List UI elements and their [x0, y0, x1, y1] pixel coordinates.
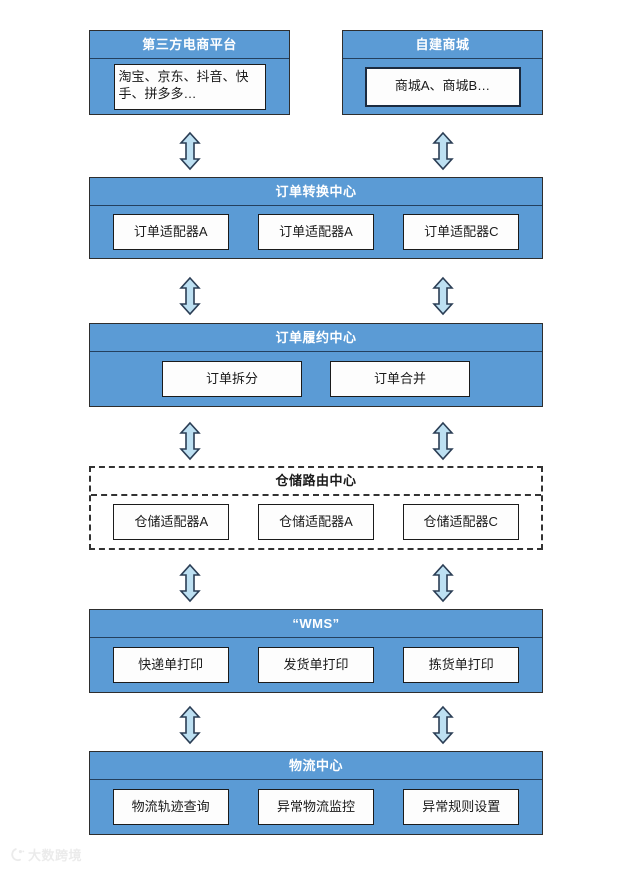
chip-delivery-note-print[interactable]: 发货单打印: [257, 647, 374, 683]
chip-express-waybill-print[interactable]: 快递单打印: [112, 647, 229, 683]
chip-order-adapter-c[interactable]: 订单适配器C: [403, 214, 520, 250]
block-body-third-party-platform: 淘宝、京东、抖音、快手、拼多多…: [90, 59, 289, 114]
block-title-wms: “WMS”: [90, 610, 542, 638]
block-third-party-platform[interactable]: 第三方电商平台 淘宝、京东、抖音、快手、拼多多…: [89, 30, 290, 115]
block-body-self-built-mall: 商城A、商城B…: [343, 59, 542, 114]
logo-mark-icon: [8, 847, 25, 864]
block-body-order-conversion-center: 订单适配器A 订单适配器A 订单适配器C: [90, 206, 542, 258]
block-body-order-fulfillment-center: 订单拆分 订单合并: [90, 352, 542, 406]
connector-arrow-fulfillment-to-routing-left: [178, 421, 202, 461]
connector-arrow-conversion-to-fulfillment-left: [178, 276, 202, 316]
block-body-wms: 快递单打印 发货单打印 拣货单打印: [90, 638, 542, 692]
chip-order-merge[interactable]: 订单合并: [330, 361, 470, 397]
block-order-conversion-center[interactable]: 订单转换中心 订单适配器A 订单适配器A 订单适配器C: [89, 177, 543, 259]
chip-warehouse-adapter-b[interactable]: 仓储适配器A: [257, 504, 374, 540]
connector-arrow-third-party-to-conversion: [178, 131, 202, 171]
block-body-logistics-center: 物流轨迹查询 异常物流监控 异常规则设置: [90, 780, 542, 834]
chip-order-adapter-b[interactable]: 订单适配器A: [257, 214, 374, 250]
chip-third-party-platform-list[interactable]: 淘宝、京东、抖音、快手、拼多多…: [113, 63, 266, 110]
connector-arrow-fulfillment-to-routing-right: [431, 421, 455, 461]
block-body-warehouse-routing-center: 仓储适配器A 仓储适配器A 仓储适配器C: [91, 496, 541, 548]
chip-warehouse-adapter-c[interactable]: 仓储适配器C: [402, 504, 519, 540]
watermark-text: 大数跨境: [28, 848, 83, 863]
chip-abnormal-logistics-monitor[interactable]: 异常物流监控: [257, 789, 374, 825]
block-title-order-fulfillment-center: 订单履约中心: [90, 324, 542, 352]
chip-abnormal-rule-settings[interactable]: 异常规则设置: [403, 789, 520, 825]
chip-order-adapter-a[interactable]: 订单适配器A: [112, 214, 229, 250]
block-title-warehouse-routing-center: 仓储路由中心: [91, 468, 541, 496]
block-wms[interactable]: “WMS” 快递单打印 发货单打印 拣货单打印: [89, 609, 543, 693]
chip-logistics-tracking-query[interactable]: 物流轨迹查询: [112, 789, 229, 825]
block-self-built-mall[interactable]: 自建商城 商城A、商城B…: [342, 30, 543, 115]
chip-order-split[interactable]: 订单拆分: [162, 361, 302, 397]
connector-arrow-wms-to-logistics-left: [178, 705, 202, 745]
chip-self-built-mall-list[interactable]: 商城A、商城B…: [364, 66, 521, 107]
block-order-fulfillment-center[interactable]: 订单履约中心 订单拆分 订单合并: [89, 323, 543, 407]
block-warehouse-routing-center[interactable]: 仓储路由中心 仓储适配器A 仓储适配器A 仓储适配器C: [89, 466, 543, 550]
connector-arrow-wms-to-logistics-right: [431, 705, 455, 745]
block-title-third-party-platform: 第三方电商平台: [90, 31, 289, 59]
connector-arrow-routing-to-wms-left: [178, 563, 202, 603]
block-title-self-built-mall: 自建商城: [343, 31, 542, 59]
chip-picking-list-print[interactable]: 拣货单打印: [403, 647, 520, 683]
chip-warehouse-adapter-a[interactable]: 仓储适配器A: [113, 504, 230, 540]
connector-arrow-self-built-to-conversion: [431, 131, 455, 171]
connector-arrow-routing-to-wms-right: [431, 563, 455, 603]
block-logistics-center[interactable]: 物流中心 物流轨迹查询 异常物流监控 异常规则设置: [89, 751, 543, 835]
watermark: 大数跨境: [8, 847, 82, 864]
block-title-logistics-center: 物流中心: [90, 752, 542, 780]
block-title-order-conversion-center: 订单转换中心: [90, 178, 542, 206]
connector-arrow-conversion-to-fulfillment-right: [431, 276, 455, 316]
